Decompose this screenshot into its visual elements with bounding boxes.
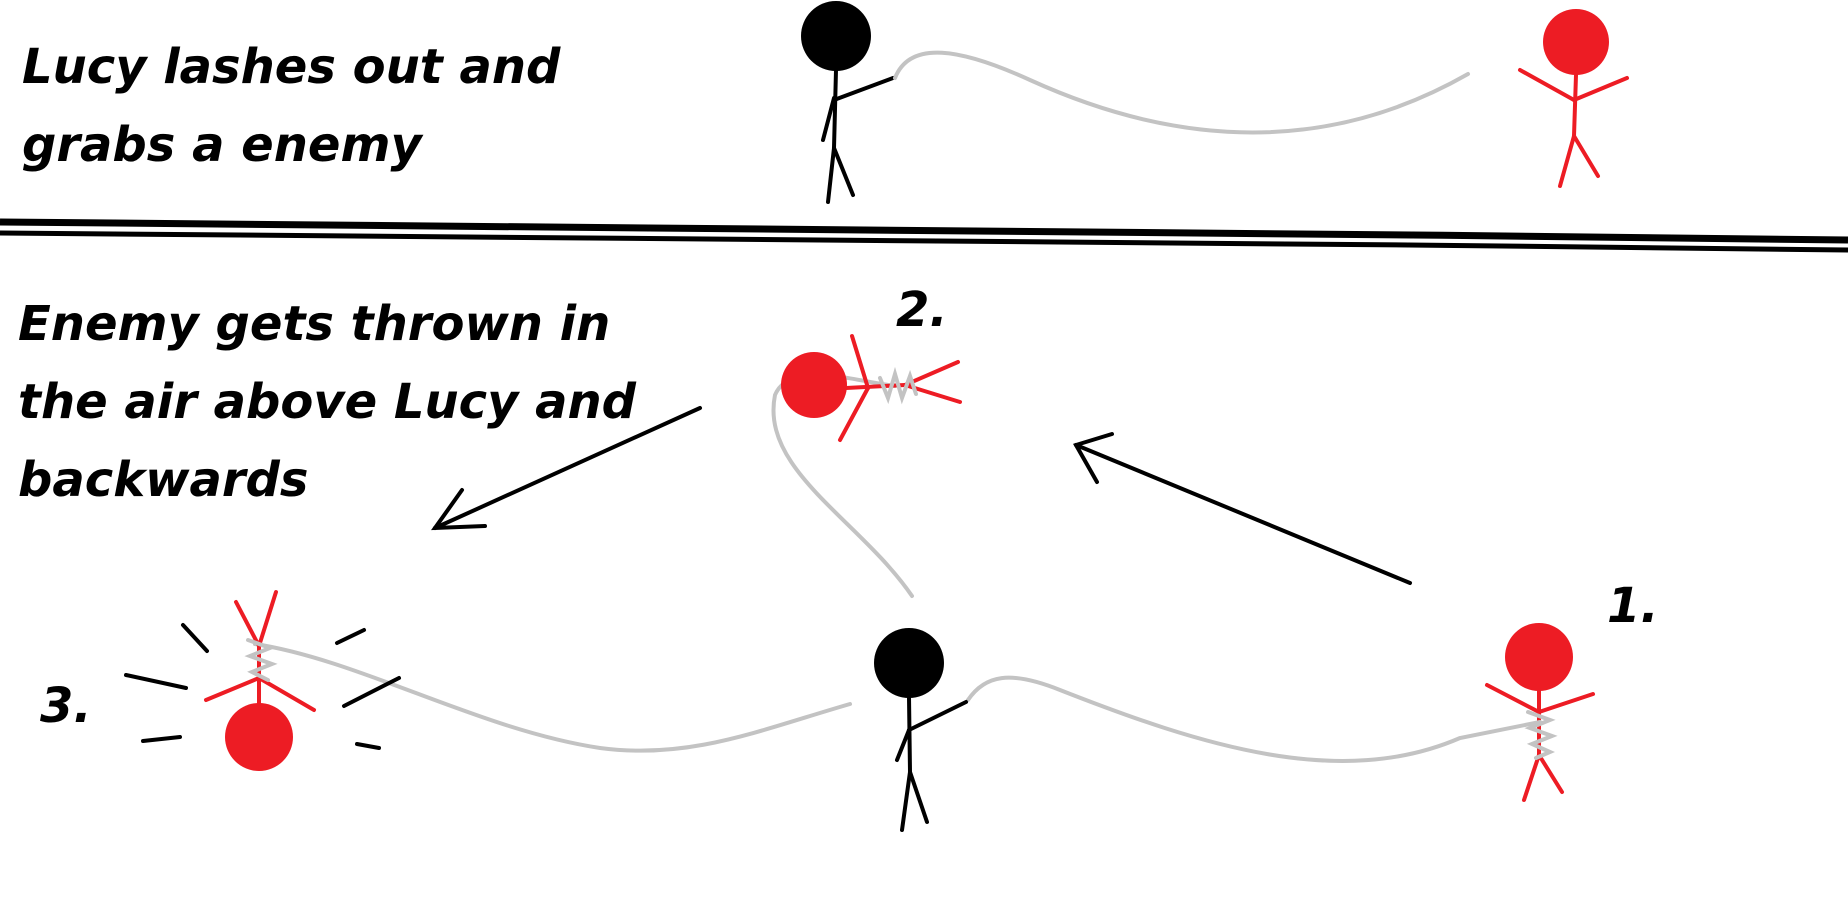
- caption-bottom-line-3: backwards: [18, 452, 309, 508]
- arrow-to-above: [1073, 432, 1412, 585]
- enemy-figure-3: [204, 590, 316, 771]
- whip-to-enemy-3: [253, 642, 852, 753]
- arrow-to-behind: [431, 406, 702, 531]
- step-label-3: 3.: [40, 678, 92, 734]
- enemy-head: [225, 703, 293, 771]
- panel-divider: [0, 218, 1848, 253]
- lucy-head: [801, 1, 871, 71]
- caption-top-line-2: grabs a enemy: [22, 117, 422, 173]
- enemy-head: [1505, 623, 1573, 691]
- caption-bottom-line-2: the air above Lucy and: [18, 374, 637, 430]
- enemy-head: [781, 352, 847, 418]
- caption-top: Lucy lashes out and grabs a enemy: [22, 28, 622, 184]
- step-label-2: 2.: [896, 282, 948, 338]
- step-label-1: 1.: [1607, 578, 1659, 634]
- enemy-figure-2: [781, 334, 962, 442]
- whip-wrap-3: [244, 638, 278, 682]
- whip-wrap-1: [1524, 710, 1558, 760]
- caption-bottom: Enemy gets thrown in the air above Lucy …: [18, 285, 698, 519]
- lucy-head: [874, 628, 944, 698]
- whip-top: [893, 50, 1470, 135]
- enemy-figure-top: [1518, 9, 1629, 188]
- caption-bottom-line-1: Enemy gets thrown in: [18, 296, 611, 352]
- enemy-head: [1543, 9, 1609, 75]
- caption-top-line-1: Lucy lashes out and: [22, 39, 561, 95]
- whip-to-enemy-1: [966, 675, 1542, 763]
- enemy-figure-1: [1485, 623, 1595, 802]
- whip-wrap-2: [878, 366, 918, 405]
- lucy-figure-top: [801, 1, 895, 204]
- lucy-figure-bottom: [874, 628, 968, 832]
- impact-lines: [124, 623, 401, 750]
